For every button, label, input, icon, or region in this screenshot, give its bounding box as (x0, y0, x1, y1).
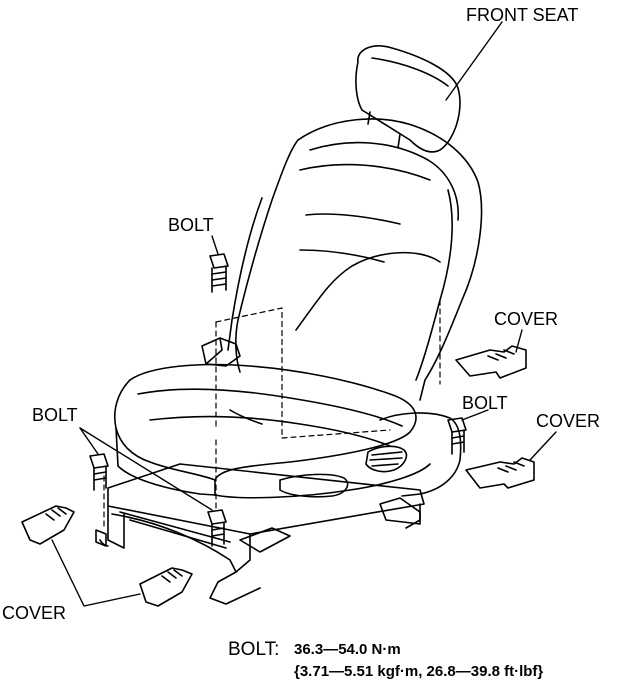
cover-bottom-left-b (140, 568, 192, 606)
bolt-top-icon (210, 254, 228, 292)
label-bolt-left: BOLT (32, 405, 78, 425)
torque-spec-name: BOLT: (228, 639, 280, 660)
label-bolt-right: BOLT (462, 393, 508, 413)
label-cover-right-top: COVER (494, 309, 559, 329)
leader-lines (52, 22, 556, 606)
cover-right-top (456, 346, 526, 378)
label-bolt-top: BOLT (168, 215, 214, 235)
cover-bottom-left-a (22, 506, 74, 544)
torque-spec-value-nm: 36.3—54.0 N·m (294, 641, 401, 658)
label-front-seat: FRONT SEAT (466, 5, 579, 25)
bolt-left-b-icon (208, 510, 226, 546)
seat-cushion (115, 365, 430, 498)
side-trim (280, 413, 461, 497)
cover-right-mid (466, 458, 534, 488)
hidden-lines (104, 300, 440, 530)
headrest (356, 46, 460, 152)
seat-back (228, 119, 481, 400)
label-cover-right-mid: COVER (536, 411, 601, 431)
seat-rails (96, 464, 424, 604)
label-cover-bottom-left: COVER (2, 603, 67, 623)
belt-buckle (202, 338, 240, 366)
bolt-right-icon (448, 418, 466, 454)
torque-spec-value-alt: {3.71—5.51 kgf·m, 26.8—39.8 ft·lbf} (294, 663, 544, 680)
bolt-left-a-icon (90, 454, 108, 490)
